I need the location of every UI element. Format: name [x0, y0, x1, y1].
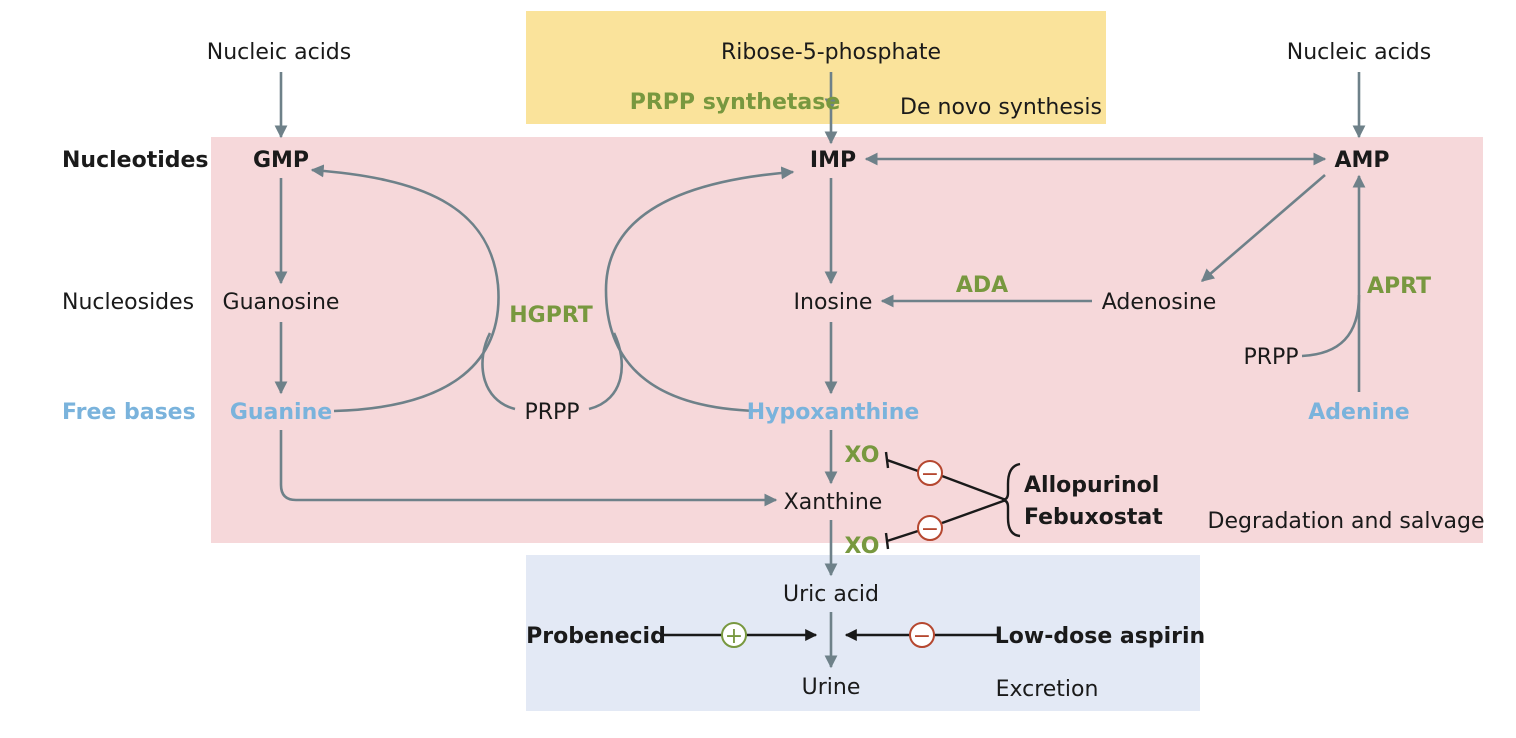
node-hypoxanthine: Hypoxanthine — [747, 400, 920, 425]
minus-sign-top: − — [921, 462, 939, 487]
drug-line-bottom — [941, 498, 1007, 525]
drug-low-dose-aspirin: Low-dose aspirin — [995, 624, 1205, 649]
de-novo-label: De novo synthesis — [900, 95, 1102, 120]
stimulate-circle — [721, 622, 747, 648]
node-adenosine: Adenosine — [1102, 290, 1217, 315]
hgprt-curve-hypoxanthine-to-imp — [604, 166, 795, 413]
arrow-amp-to-adenosine — [1201, 174, 1326, 282]
degradation-region — [211, 137, 1483, 543]
hgprt-prpp-branch-right — [588, 332, 624, 411]
node-nucleic-acids-left: Nucleic acids — [207, 40, 351, 65]
drug-probenecid: Probenecid — [526, 624, 666, 649]
inhibit-line-xo-top — [886, 458, 919, 473]
aspirin-inhibit-circle — [909, 622, 935, 648]
inhibit-circle-bottom — [917, 515, 943, 541]
drug-bracket — [1001, 462, 1021, 538]
enzyme-xo-bottom: XO — [845, 534, 880, 559]
node-imp: IMP — [810, 148, 856, 173]
node-inosine: Inosine — [794, 290, 873, 315]
node-guanine: Guanine — [230, 400, 332, 425]
node-xanthine: Xanthine — [784, 490, 883, 515]
de-novo-region — [526, 11, 1106, 124]
drug-line-top — [941, 474, 1007, 502]
enzyme-prpp-synthetase: PRPP synthetase — [630, 90, 841, 115]
drug-allopurinol: Allopurinol — [1024, 473, 1159, 498]
aprt-prpp-branch — [1301, 294, 1361, 358]
degradation-label: Degradation and salvage — [1208, 509, 1485, 534]
node-uric-acid: Uric acid — [783, 582, 879, 607]
hgprt-curve-guanine-to-gmp — [310, 164, 500, 413]
enzyme-xo-top: XO — [845, 443, 880, 468]
excretion-region — [526, 555, 1200, 711]
node-guanosine: Guanosine — [223, 290, 340, 315]
node-adenine: Adenine — [1308, 400, 1409, 425]
inhibit-circle-top — [917, 460, 943, 486]
minus-sign-aspirin: − — [913, 624, 931, 649]
row-label-free-bases: Free bases — [62, 400, 196, 425]
node-amp: AMP — [1334, 148, 1389, 173]
inhibit-bar-xo-bottom — [884, 532, 890, 550]
plus-sign: + — [725, 624, 743, 649]
inhibit-bar-xo-top — [884, 451, 890, 469]
row-label-nucleotides: Nucleotides — [62, 148, 209, 173]
arrow-guanine-to-xanthine — [279, 430, 778, 507]
hgprt-prpp-branch-left — [481, 332, 516, 411]
excretion-label: Excretion — [996, 677, 1099, 702]
node-gmp: GMP — [253, 148, 309, 173]
node-prpp-middle: PRPP — [524, 400, 579, 425]
drug-febuxostat: Febuxostat — [1024, 505, 1163, 530]
enzyme-ada: ADA — [956, 273, 1008, 298]
node-ribose-5-phosphate: Ribose-5-phosphate — [721, 40, 941, 65]
node-urine: Urine — [802, 675, 861, 700]
node-prpp-right: PRPP — [1243, 345, 1298, 370]
enzyme-hgprt: HGPRT — [509, 303, 593, 328]
minus-sign-bottom: − — [921, 517, 939, 542]
row-label-nucleosides: Nucleosides — [62, 290, 194, 315]
enzyme-aprt: APRT — [1367, 274, 1431, 299]
inhibit-line-xo-bottom — [886, 529, 919, 543]
node-nucleic-acids-right: Nucleic acids — [1287, 40, 1431, 65]
